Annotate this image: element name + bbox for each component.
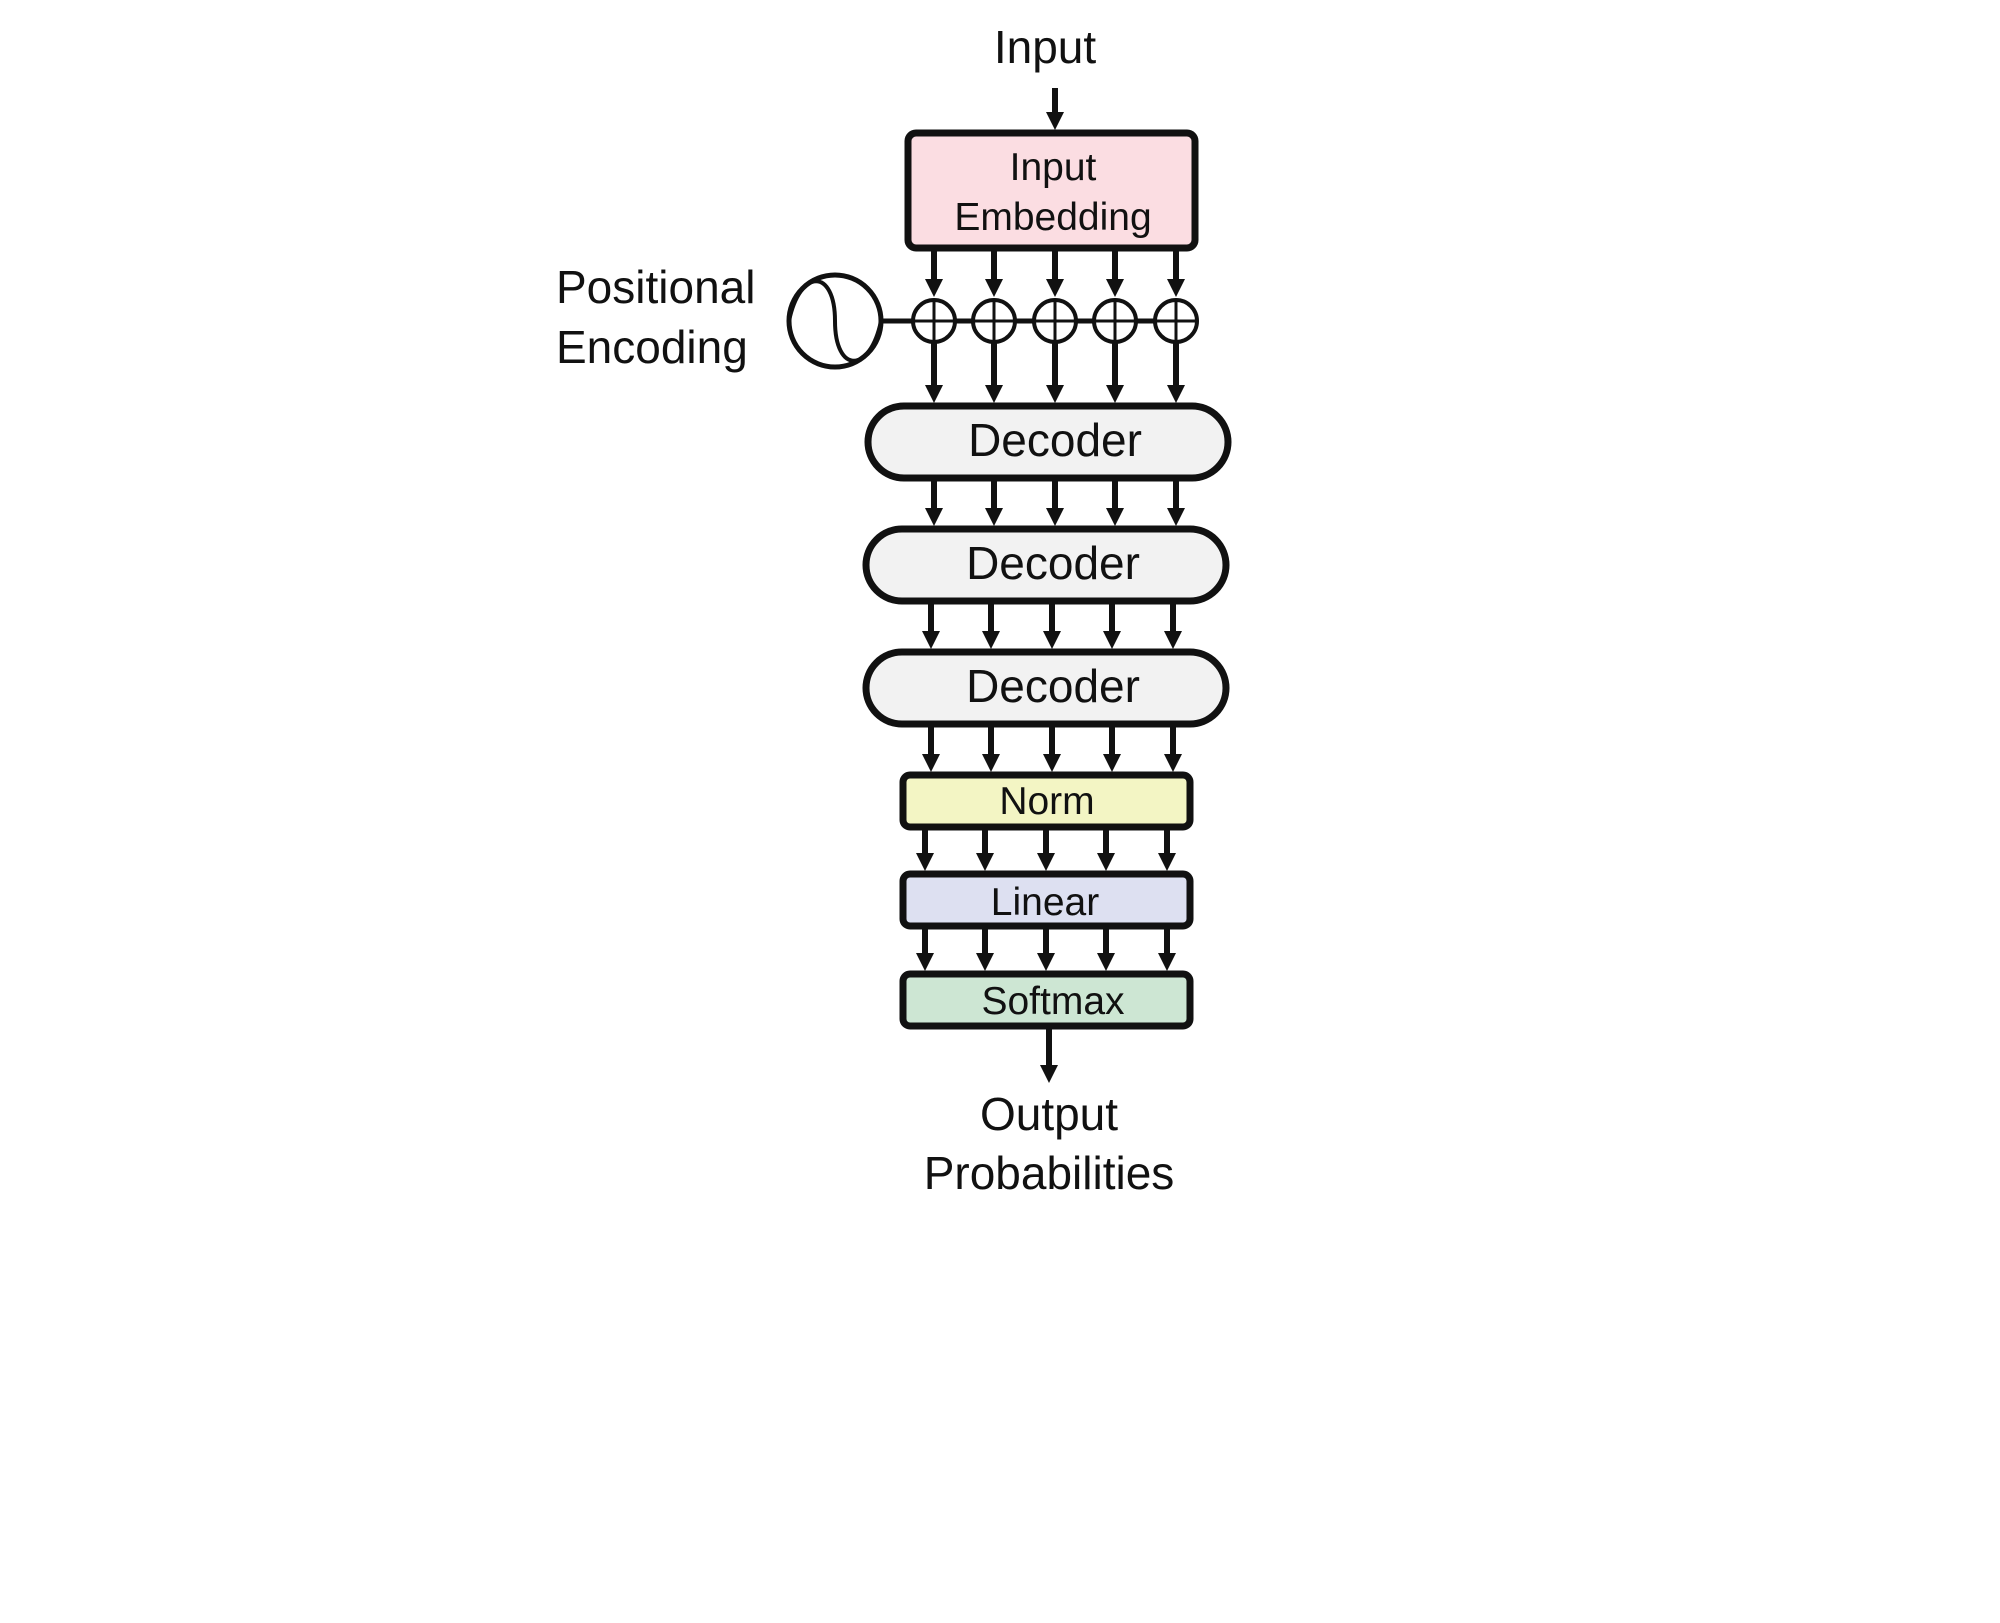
flow-arrow <box>1037 928 1055 971</box>
add-icon <box>971 298 1017 344</box>
flow-arrow <box>1167 249 1185 297</box>
flow-arrow <box>1106 249 1124 297</box>
decoder-block: Decoder <box>862 648 1230 728</box>
flow-arrow <box>1167 480 1185 526</box>
flow-arrow <box>985 343 1003 403</box>
flow-arrow <box>1097 829 1115 871</box>
input-label: Input <box>994 21 1097 73</box>
flow-arrow <box>925 480 943 526</box>
flow-arrow <box>1106 480 1124 526</box>
norm-box <box>899 771 1194 831</box>
flow-arrow <box>1043 726 1061 772</box>
flow-arrow <box>1158 829 1176 871</box>
positional-encoding-label-line1: Positional <box>556 261 755 313</box>
flow-arrow <box>1046 249 1064 297</box>
flow-arrow <box>1164 603 1182 649</box>
flow-arrow <box>925 249 943 297</box>
decoder-block: Decoder <box>862 525 1230 605</box>
flow-arrow <box>1103 603 1121 649</box>
flow-arrow <box>1046 480 1064 526</box>
add-icon <box>911 298 957 344</box>
add-icon <box>1153 298 1199 344</box>
flow-arrow <box>976 928 994 971</box>
flow-arrow <box>1097 928 1115 971</box>
output-label-line2: Probabilities <box>924 1147 1175 1199</box>
add-icon <box>1092 298 1138 344</box>
flow-arrow <box>916 928 934 971</box>
input-embedding-label-line1: Input <box>1010 146 1097 189</box>
input-arrow <box>1046 88 1064 130</box>
softmax-label: Softmax <box>981 980 1125 1023</box>
flow-arrow <box>1158 928 1176 971</box>
flow-arrow <box>1167 343 1185 403</box>
output-label-line1: Output <box>980 1088 1118 1140</box>
decoder-label: Decoder <box>966 660 1140 712</box>
flow-arrow <box>922 603 940 649</box>
flow-arrow <box>1103 726 1121 772</box>
norm-label: Norm <box>999 780 1094 823</box>
flow-arrow <box>976 829 994 871</box>
positional-encoding-label-line2: Encoding <box>556 321 748 373</box>
add-icon <box>1032 298 1078 344</box>
input-embedding-box <box>904 129 1199 252</box>
flow-arrow <box>1164 726 1182 772</box>
flow-arrow <box>982 603 1000 649</box>
decoder-label: Decoder <box>966 537 1140 589</box>
flow-arrow <box>922 726 940 772</box>
softmax-box <box>899 970 1194 1030</box>
linear-box <box>899 870 1194 930</box>
flow-arrow <box>1043 603 1061 649</box>
decoder-label: Decoder <box>968 414 1142 466</box>
flow-arrow <box>985 480 1003 526</box>
flow-arrow <box>985 249 1003 297</box>
flow-arrow <box>925 343 943 403</box>
linear-label: Linear <box>991 881 1099 924</box>
flow-arrow <box>1106 343 1124 403</box>
flow-arrow <box>916 829 934 871</box>
decoder-block: Decoder <box>864 402 1232 482</box>
flow-arrow <box>1046 343 1064 403</box>
flow-arrow <box>982 726 1000 772</box>
flow-arrow <box>1037 829 1055 871</box>
input-embedding-label-line2: Embedding <box>954 196 1151 239</box>
output-arrow <box>1040 1028 1058 1083</box>
positional-encoding-icon <box>786 272 884 370</box>
